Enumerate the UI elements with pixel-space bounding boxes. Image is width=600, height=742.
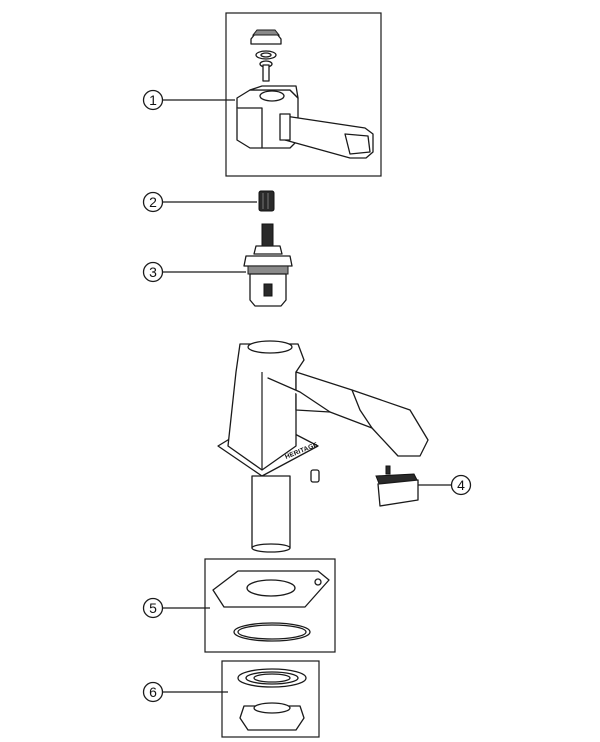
faucet-spout-body: HERITAGE xyxy=(217,340,429,553)
base-plate-assembly xyxy=(204,558,336,653)
handle-screw xyxy=(259,60,273,82)
callout-6: 6 xyxy=(142,681,164,703)
svg-text:2: 2 xyxy=(149,194,157,210)
callout-3: 3 xyxy=(142,261,164,283)
svg-text:6: 6 xyxy=(149,684,157,700)
callout-2: 2 xyxy=(142,191,164,213)
handle-adapter xyxy=(258,190,275,212)
svg-text:1: 1 xyxy=(149,92,157,108)
svg-text:4: 4 xyxy=(457,477,465,493)
mounting-hardware xyxy=(221,660,320,738)
callout-4: 4 xyxy=(450,474,472,496)
callout-1: 1 xyxy=(142,89,164,111)
handle-assembly xyxy=(225,12,382,177)
lever-handle xyxy=(236,85,374,159)
callout-5: 5 xyxy=(142,597,164,619)
svg-text:3: 3 xyxy=(149,264,157,280)
leader-lines xyxy=(162,99,452,693)
valve-cartridge xyxy=(243,223,293,307)
handle-cap xyxy=(250,29,282,45)
aerator xyxy=(375,465,419,507)
mounting-nut xyxy=(239,705,305,731)
set-screw xyxy=(310,469,320,483)
svg-text:5: 5 xyxy=(149,600,157,616)
